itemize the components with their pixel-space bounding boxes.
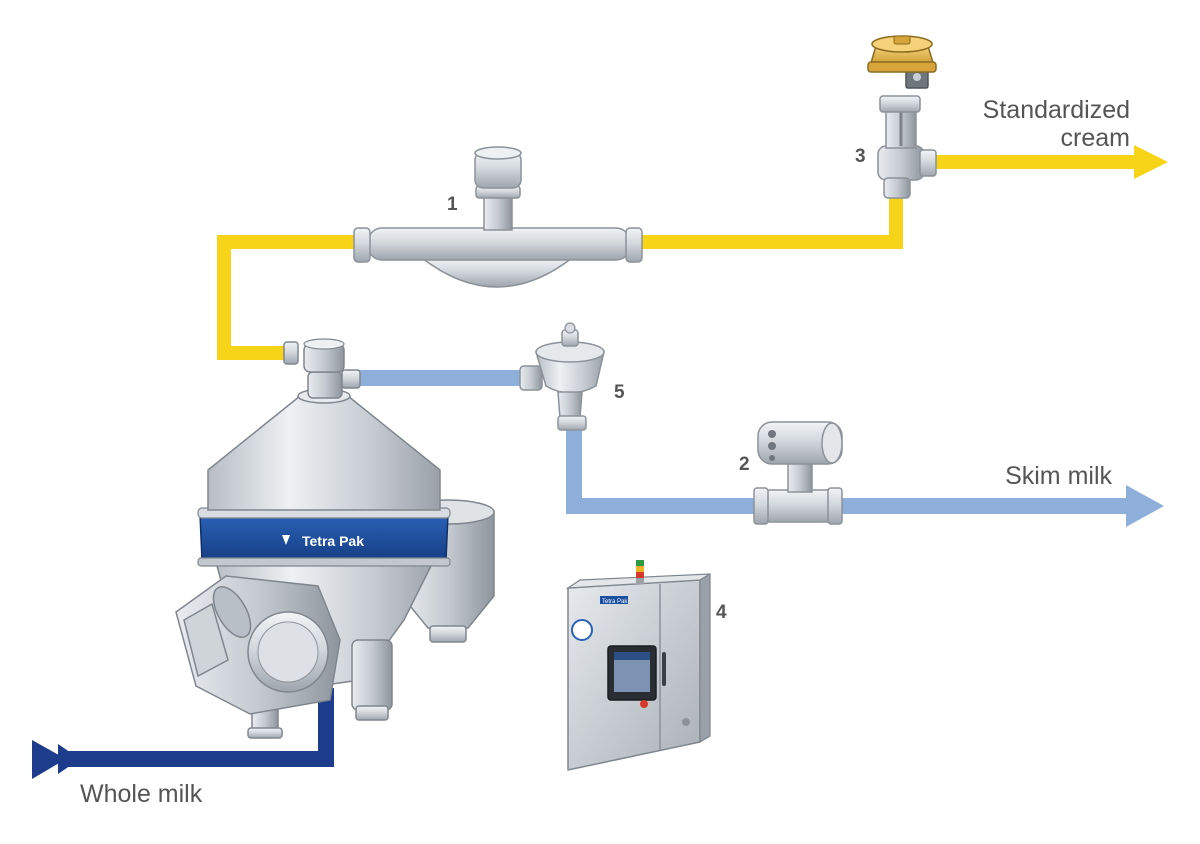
component-number-5: 5 bbox=[614, 382, 625, 403]
whole-milk-label: Whole milk bbox=[80, 780, 203, 808]
standardized-cream-label-line1: Standardized bbox=[983, 96, 1130, 124]
component-number-3: 3 bbox=[855, 146, 866, 167]
separator[interactable]: Tetra Pak bbox=[175, 338, 495, 739]
skim-arrow-head bbox=[1126, 485, 1164, 527]
pressure-valve-5[interactable] bbox=[519, 322, 605, 431]
whole-milk-pipe bbox=[60, 688, 334, 767]
standardized-cream-label-line2: cream bbox=[1061, 124, 1130, 152]
cabinet-brand-logo: Tetra Pak bbox=[602, 599, 628, 605]
skim-milk-label: Skim milk bbox=[1005, 462, 1112, 490]
component-number-1: 1 bbox=[447, 194, 458, 215]
component-number-2: 2 bbox=[739, 454, 750, 475]
whole-milk-arrow-head bbox=[32, 740, 66, 779]
tetra-pak-logo-icon bbox=[282, 535, 290, 545]
cream-pipe bbox=[217, 155, 1140, 360]
control-valve-3[interactable] bbox=[867, 35, 937, 199]
control-cabinet-4[interactable]: Tetra Pak bbox=[565, 560, 711, 771]
component-number-4: 4 bbox=[716, 602, 727, 623]
separator-brand-logo: Tetra Pak bbox=[302, 533, 364, 549]
flow-transmitter-1[interactable] bbox=[353, 146, 643, 288]
flow-meter-2[interactable] bbox=[753, 421, 843, 525]
whole-milk-arrow-tail bbox=[58, 744, 80, 774]
skim-pipe bbox=[355, 370, 1126, 514]
cream-arrow-head bbox=[1134, 145, 1168, 179]
